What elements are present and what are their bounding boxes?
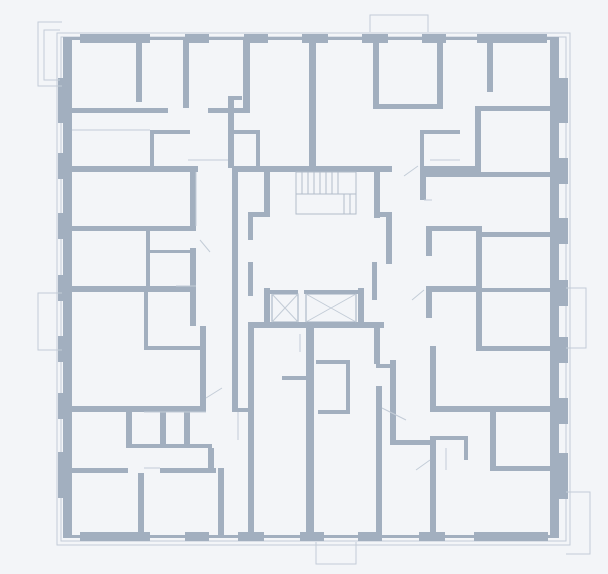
left-wing (72, 96, 260, 535)
core (232, 166, 392, 536)
exterior-walls (58, 34, 568, 541)
stair-icon (295, 171, 357, 215)
top-apartments (72, 40, 559, 176)
elevator-icon (268, 290, 299, 323)
right-wing (390, 130, 559, 536)
thin-partitions (72, 129, 460, 471)
elevator-icon (304, 290, 358, 323)
balconies (37, 14, 591, 565)
